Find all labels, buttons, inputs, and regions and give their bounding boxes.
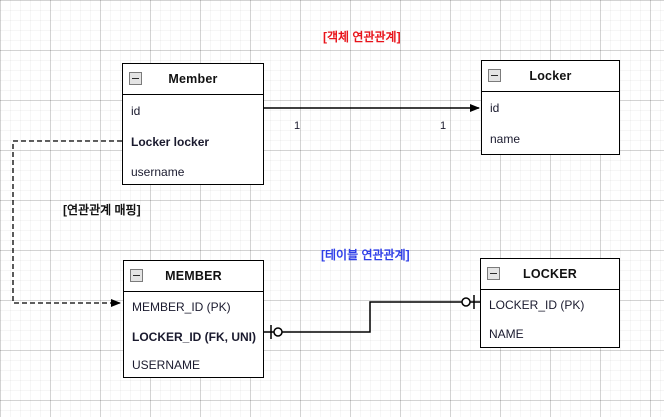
entity-title-member-class: Member xyxy=(168,72,218,86)
attribute-row: USERNAME xyxy=(132,358,201,372)
collapse-minus-icon[interactable] xyxy=(487,267,500,280)
collapse-minus-icon[interactable] xyxy=(129,72,142,85)
entity-title-locker-table: LOCKER xyxy=(523,267,577,281)
entity-box-member-table[interactable]: MEMBER MEMBER_ID (PK) LOCKER_ID (FK, UNI… xyxy=(123,260,264,378)
entity-header-locker-table: LOCKER xyxy=(481,259,619,290)
entity-body-locker-class: id name xyxy=(482,92,619,154)
attribute-row: LOCKER_ID (PK) xyxy=(489,298,585,312)
attribute-row: username xyxy=(131,164,185,179)
attribute-row: name xyxy=(490,132,521,146)
attribute-row: LOCKER_ID (FK, UNI) xyxy=(132,329,256,344)
attribute-row: NAME xyxy=(489,327,524,341)
multiplicity-source: 1 xyxy=(294,120,301,132)
label-table-relation: [테이블 연관관계] xyxy=(321,248,410,262)
collapse-minus-icon[interactable] xyxy=(488,69,501,82)
entity-title-member-table: MEMBER xyxy=(165,269,222,283)
attribute-row: MEMBER_ID (PK) xyxy=(132,300,231,314)
entity-title-locker-class: Locker xyxy=(529,69,572,83)
entity-box-locker-class[interactable]: Locker id name xyxy=(481,60,620,155)
entity-body-locker-table: LOCKER_ID (PK) NAME xyxy=(481,290,619,348)
entity-header-member-table: MEMBER xyxy=(124,261,263,292)
collapse-minus-icon[interactable] xyxy=(130,269,143,282)
attribute-row: id xyxy=(490,101,500,115)
multiplicity-target: 1 xyxy=(440,120,447,132)
attribute-row: Locker locker xyxy=(131,134,210,149)
label-relation-mapping: [연관관계 매핑] xyxy=(63,203,141,217)
connector-fk-relation xyxy=(264,295,480,339)
entity-box-member-class[interactable]: Member id Locker locker username xyxy=(122,63,264,185)
entity-body-member-table: MEMBER_ID (PK) LOCKER_ID (FK, UNI) USERN… xyxy=(124,292,263,379)
connector-mapping-link xyxy=(12,140,122,307)
entity-header-member-class: Member xyxy=(123,64,263,95)
entity-body-member-class: id Locker locker username xyxy=(123,95,263,186)
label-object-relation: [객체 연관관계] xyxy=(323,30,401,44)
entity-header-locker-class: Locker xyxy=(482,61,619,92)
entity-box-locker-table[interactable]: LOCKER LOCKER_ID (PK) NAME xyxy=(480,258,620,348)
attribute-row: id xyxy=(131,103,141,118)
